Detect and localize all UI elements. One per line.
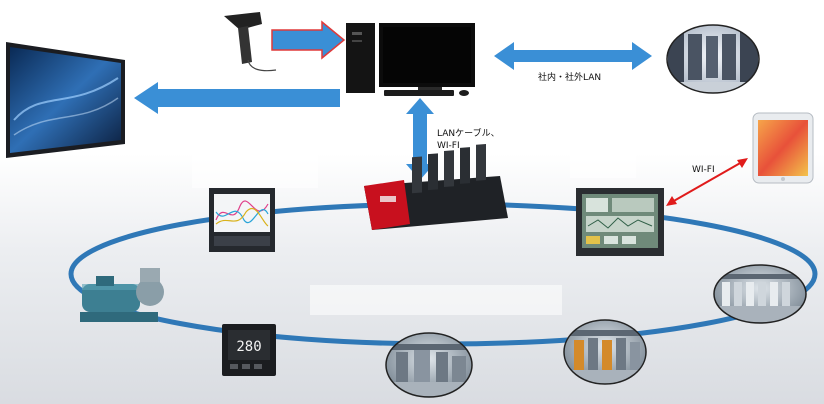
pump-motor-icon xyxy=(80,268,164,322)
barcode-scanner-icon xyxy=(224,12,277,72)
arrow-pc-servers xyxy=(494,42,652,70)
tablet-icon xyxy=(752,112,814,184)
plc-icon xyxy=(364,144,508,230)
recorder-icon xyxy=(209,188,275,252)
wifi-label: WI-FI xyxy=(692,165,715,175)
factory-line-icon xyxy=(563,319,647,385)
hmi-touch-panel-icon xyxy=(576,188,664,256)
ring-network xyxy=(68,201,818,347)
bg-panel xyxy=(570,128,636,178)
temperature-controller-icon: 280 xyxy=(222,324,276,376)
server-room-icon xyxy=(666,24,760,94)
bg-panel xyxy=(192,128,318,188)
bg-panel xyxy=(310,285,562,315)
lan-cable-label: LANケーブル、 WI-FI xyxy=(437,129,500,151)
large-display-icon xyxy=(6,42,125,158)
controller-readout: 280 xyxy=(236,339,261,355)
lan-link-label: 社内・社外LAN xyxy=(538,73,602,83)
arrow-to-display xyxy=(134,82,340,114)
arrow-hmi-tablet xyxy=(666,158,748,206)
arrow-scanner-to-pc xyxy=(271,20,346,60)
factory-line-icon xyxy=(713,264,807,324)
desktop-pc-icon xyxy=(346,23,475,96)
factory-line-icon xyxy=(385,332,473,398)
